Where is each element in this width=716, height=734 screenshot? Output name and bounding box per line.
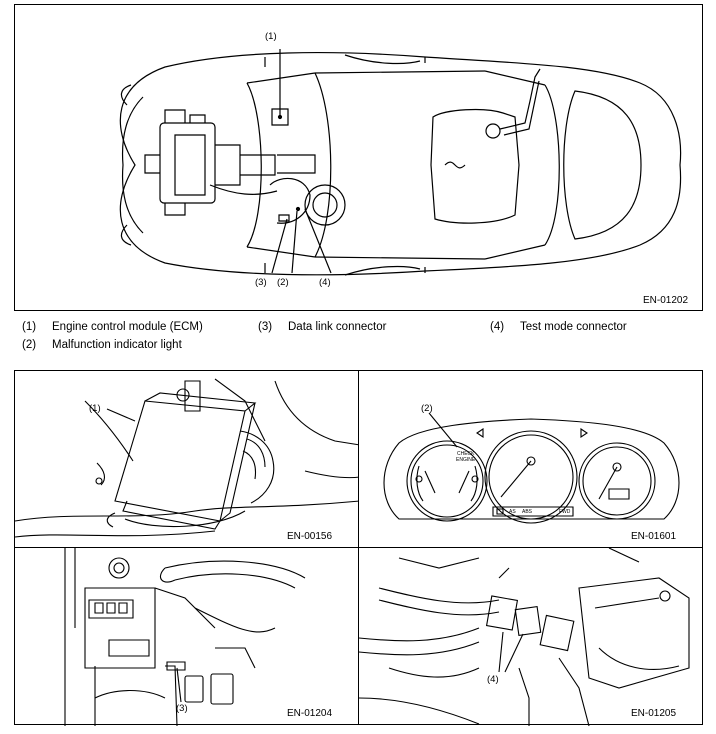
ecm-figure-code: EN-00156 (287, 531, 333, 542)
mil-callout: (2) (421, 403, 433, 414)
data-link-connector-drawing (15, 548, 360, 726)
vehicle-top-view-drawing (15, 5, 704, 312)
indicator-abs: ABS (522, 509, 533, 515)
test-mode-figure-code: EN-01205 (631, 708, 677, 719)
dlc-callout: (3) (176, 703, 188, 714)
legend-text: Data link connector (288, 321, 387, 333)
legend-item-1: (1) Engine control module (ECM) (22, 321, 203, 333)
legend-item-4: (4) Test mode connector (490, 321, 627, 333)
ecm-callout: (1) (89, 403, 101, 414)
legend-num: (1) (22, 321, 37, 333)
dlc-figure-code: EN-01204 (287, 708, 333, 719)
legend-text: Test mode connector (520, 321, 627, 333)
test-mode-connector-drawing (359, 548, 704, 726)
check-engine-text-2: ENGINE (456, 457, 476, 463)
figure-code: EN-01202 (643, 295, 689, 306)
vehicle-overview-figure: (1) (3) (2) (4) EN-01202 (14, 4, 703, 311)
legend-text: Malfunction indicator light (52, 339, 182, 351)
legend-num: (2) (22, 339, 37, 351)
callout-3: (3) (255, 277, 267, 288)
instrument-cluster-drawing (359, 371, 704, 549)
mil-panel: (2) CHECK ENGINE AS ABS FWD EN-01601 (358, 370, 703, 548)
dlc-panel: (3) EN-01204 (14, 547, 359, 725)
indicator-fwd: FWD (559, 509, 571, 515)
legend-item-3: (3) Data link connector (258, 321, 386, 333)
ecm-drawing (15, 371, 360, 549)
callout-4: (4) (319, 277, 331, 288)
indicator-as: AS (509, 509, 516, 515)
legend-item-2: (2) Malfunction indicator light (22, 339, 182, 351)
callout-2: (2) (277, 277, 289, 288)
test-mode-panel: (4) EN-01205 (358, 547, 703, 725)
mil-figure-code: EN-01601 (631, 531, 677, 542)
legend-num: (3) (258, 321, 273, 333)
legend-text: Engine control module (ECM) (52, 321, 203, 333)
test-mode-callout: (4) (487, 674, 499, 685)
ecm-panel: (1) EN-00156 (14, 370, 359, 548)
check-engine-text-1: CHECK (457, 451, 475, 457)
callout-1: (1) (265, 31, 277, 42)
legend-num: (4) (490, 321, 505, 333)
